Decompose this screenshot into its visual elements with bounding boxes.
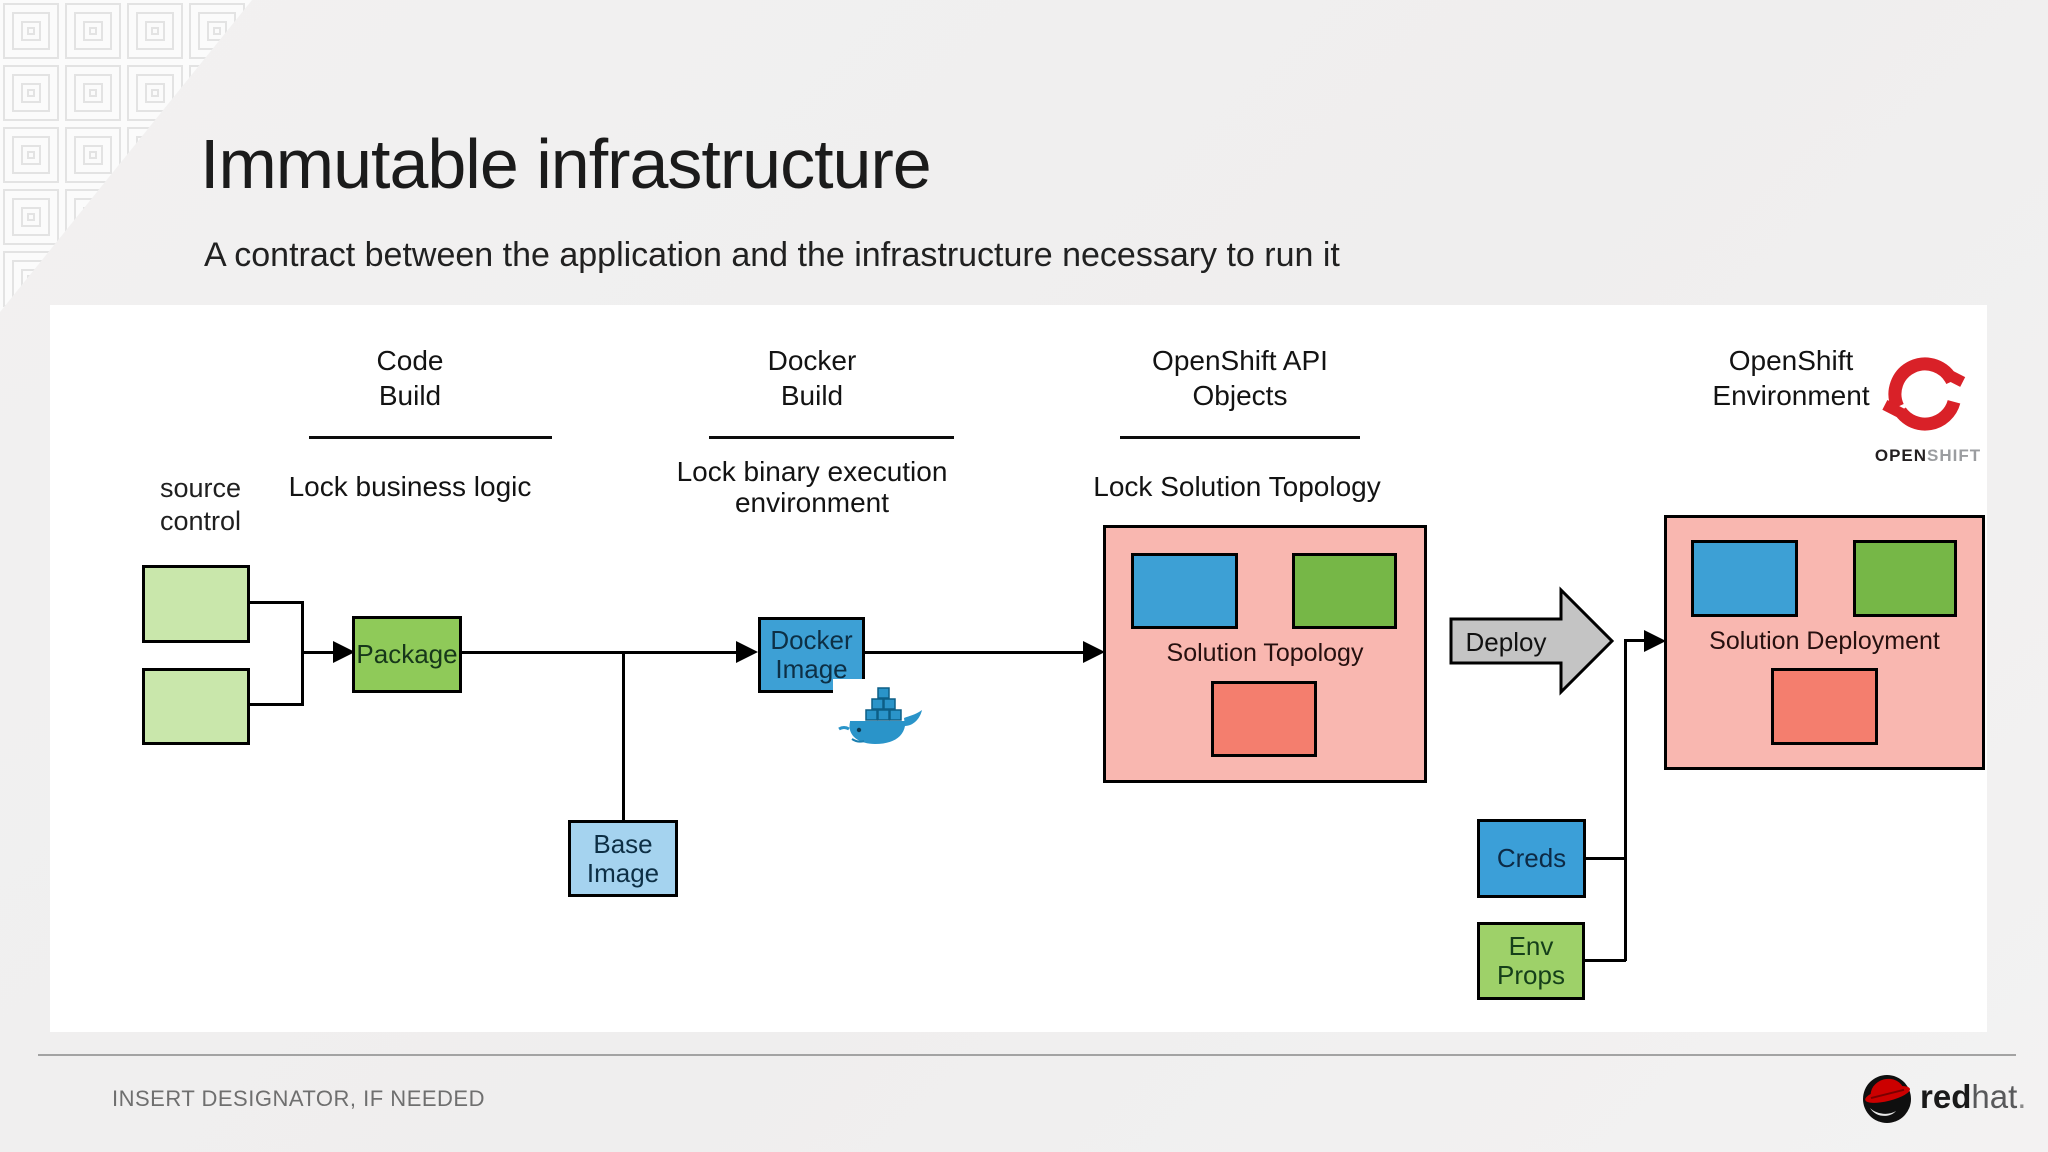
lock-label-code: Lock business logic: [288, 471, 532, 502]
flow-line: [1627, 639, 1649, 642]
redhat-wordmark-light: hat: [1971, 1078, 2018, 1115]
column-underline: [1120, 436, 1360, 439]
column-header-line: Objects: [1192, 380, 1288, 411]
arrowhead-icon: [333, 641, 355, 663]
column-header-line: Build: [780, 380, 844, 411]
flow-line: [864, 651, 1086, 654]
column-header-line: Code: [376, 345, 444, 376]
solution-topology-label: Solution Topology: [1166, 639, 1364, 667]
source-repo-box-1: [142, 565, 250, 643]
flow-line: [250, 601, 303, 604]
arrowhead-icon: [1083, 641, 1105, 663]
footer-designator: INSERT DESIGNATOR, IF NEEDED: [112, 1086, 485, 1111]
creds-label: Creds: [1496, 843, 1567, 873]
topology-blue-box: [1131, 553, 1238, 629]
redhat-wordmark-bold: red: [1920, 1078, 1972, 1115]
env-props-line: Env: [1508, 931, 1554, 961]
column-header-docker-build: Docker Build: [712, 343, 912, 413]
column-header-line: OpenShift API: [1152, 345, 1328, 376]
docker-image-box: Docker Image: [758, 617, 865, 693]
page-title: Immutable infrastructure: [200, 125, 932, 203]
docker-whale-icon: [838, 687, 922, 744]
arrowhead-icon: [1644, 630, 1666, 652]
deploy-label: Deploy: [1465, 627, 1547, 657]
deployment-green-box: [1853, 540, 1957, 617]
column-header-code-build: Code Build: [310, 343, 510, 413]
arrowhead-icon: [736, 641, 758, 663]
docker-image-line: Image: [775, 654, 848, 684]
flow-line: [622, 651, 625, 820]
base-image-line: Base: [593, 828, 653, 859]
redhat-wordmark-period: .: [2017, 1078, 2027, 1115]
column-header-openshift-env: OpenShift Environment: [1666, 343, 1916, 413]
creds-box: Creds: [1477, 819, 1586, 898]
column-header-openshift-api: OpenShift API Objects: [1112, 343, 1368, 413]
lock-label-docker: Lock binary execution environment: [662, 456, 962, 518]
source-control-line: control: [160, 506, 242, 536]
lock-label-line: environment: [734, 487, 890, 518]
openshift-logo-icon: [1882, 357, 1966, 431]
page-subtitle: A contract between the application and t…: [204, 236, 1340, 274]
deployment-blue-box: [1691, 540, 1798, 617]
solution-deployment-label: Solution Deployment: [1709, 627, 1940, 655]
env-props-box: Env Props: [1477, 922, 1585, 1000]
openshift-wordmark-bold: OPEN: [1874, 446, 1928, 465]
redhat-wordmark: redhat.: [1920, 1078, 2026, 1116]
package-label: Package: [356, 639, 458, 669]
topology-green-box: [1292, 553, 1397, 629]
lock-label-line: Lock binary execution: [676, 456, 948, 487]
package-box: Package: [352, 616, 462, 693]
flow-line: [1585, 959, 1626, 962]
column-underline: [309, 436, 552, 439]
flow-line: [1624, 639, 1627, 961]
column-underline: [709, 436, 954, 439]
env-props-line: Props: [1497, 960, 1565, 990]
source-control-label: source control: [160, 472, 241, 538]
column-header-line: OpenShift: [1728, 345, 1854, 376]
source-control-line: source: [160, 473, 242, 503]
source-repo-box-2: [142, 668, 250, 745]
base-image-box: Base Image: [568, 820, 678, 897]
openshift-wordmark-light: SHIFT: [1927, 446, 1982, 465]
flow-line: [1586, 857, 1626, 860]
openshift-wordmark: OPENSHIFT: [1874, 446, 1982, 466]
whale-backing: [833, 679, 877, 695]
footer-divider: [38, 1054, 2016, 1056]
flow-line: [250, 703, 303, 706]
lock-label-openshift: Lock Solution Topology: [1093, 471, 1381, 502]
column-header-line: Docker: [767, 345, 857, 376]
deployment-salmon-box: [1771, 668, 1878, 745]
flow-line: [462, 651, 738, 654]
redhat-logo: redhat.: [1862, 1070, 2048, 1130]
flow-line: [301, 651, 335, 654]
column-header-line: Build: [378, 380, 442, 411]
redhat-shadowman-icon: [1863, 1075, 1911, 1123]
topology-salmon-box: [1211, 681, 1317, 757]
deploy-arrow-icon: [1449, 586, 1615, 696]
base-image-line: Image: [586, 857, 660, 888]
docker-image-line: Docker: [770, 625, 853, 655]
column-header-line: Environment: [1712, 380, 1870, 411]
